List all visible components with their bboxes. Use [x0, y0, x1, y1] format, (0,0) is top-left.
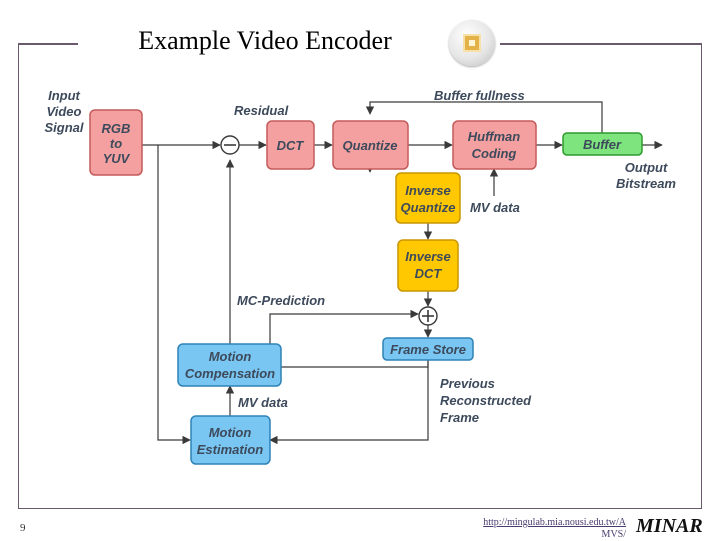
label-quantize-q: Quantize [401, 200, 456, 215]
footer-url[interactable]: http://mingulab.mia.nousi.edu.tw/A MVS/ [470, 517, 626, 541]
video-encoder-diagram: RGB to YUV DCT Quantize Huffman Coding B… [40, 88, 678, 500]
label-input: Input [48, 88, 80, 103]
label-output: Output [625, 160, 668, 175]
label-buffer-fullness: Buffer fullness [434, 88, 525, 103]
label-frame: Frame [440, 410, 479, 425]
box-buffer: Buffer [562, 132, 643, 156]
frame-left-line [18, 43, 19, 508]
box-motion-compensation: Motion Compensation [177, 343, 282, 387]
label-coding: Coding [472, 146, 517, 161]
label-reconstructed: Reconstructed [440, 393, 532, 408]
box-motion-estimation: Motion Estimation [190, 415, 271, 465]
label-video: Video [47, 104, 82, 119]
label-inverse-d: Inverse [405, 249, 451, 264]
label-compensation: Compensation [185, 366, 275, 381]
box-huffman-coding: Huffman Coding [452, 120, 537, 170]
label-inverse-q: Inverse [405, 183, 451, 198]
label-previous: Previous [440, 376, 495, 391]
label-residual: Residual [234, 103, 289, 118]
box-inverse-dct: Inverse DCT [397, 239, 459, 292]
footer-url-line2[interactable]: MVS/ [601, 529, 626, 540]
add-junction [418, 306, 438, 326]
frame-bottom-line [18, 508, 702, 509]
box-quantize: Quantize [332, 120, 409, 170]
frame-top-left-line [18, 43, 78, 45]
footer-url-line1[interactable]: http://mingulab.mia.nousi.edu.tw/A [483, 517, 626, 528]
frame-right-line [701, 43, 702, 508]
label-dct: DCT [277, 138, 305, 153]
label-huffman: Huffman [468, 129, 521, 144]
label-dct-d: DCT [415, 266, 443, 281]
label-estimation: Estimation [197, 442, 264, 457]
label-quantize: Quantize [343, 138, 398, 153]
label-motion-e: Motion [209, 425, 252, 440]
label-to: to [110, 136, 122, 151]
slide-logo-icon [449, 20, 495, 66]
box-rgb-to-yuv: RGB to YUV [89, 109, 143, 176]
label-rgb: RGB [102, 121, 131, 136]
label-mv-data-bottom: MV data [238, 395, 288, 410]
frame-top-right-line [500, 43, 702, 45]
box-frame-store: Frame Store [382, 337, 474, 361]
subtract-junction [220, 135, 240, 155]
connector-lines [142, 101, 663, 445]
label-buffer: Buffer [583, 137, 622, 152]
label-yuv: YUV [103, 151, 131, 166]
label-mc-prediction: MC-Prediction [237, 293, 325, 308]
box-dct: DCT [266, 120, 315, 170]
footer-brand: MINAR [636, 515, 703, 537]
label-frame-store: Frame Store [390, 342, 466, 357]
label-mv-data-top: MV data [470, 200, 520, 215]
slide-title: Example Video Encoder [138, 26, 392, 55]
page-number: 9 [20, 522, 26, 534]
box-inverse-quantize: Inverse Quantize [395, 172, 461, 224]
label-motion-c: Motion [209, 349, 252, 364]
label-signal: Signal [44, 120, 83, 135]
label-bitstream: Bitstream [616, 176, 676, 191]
